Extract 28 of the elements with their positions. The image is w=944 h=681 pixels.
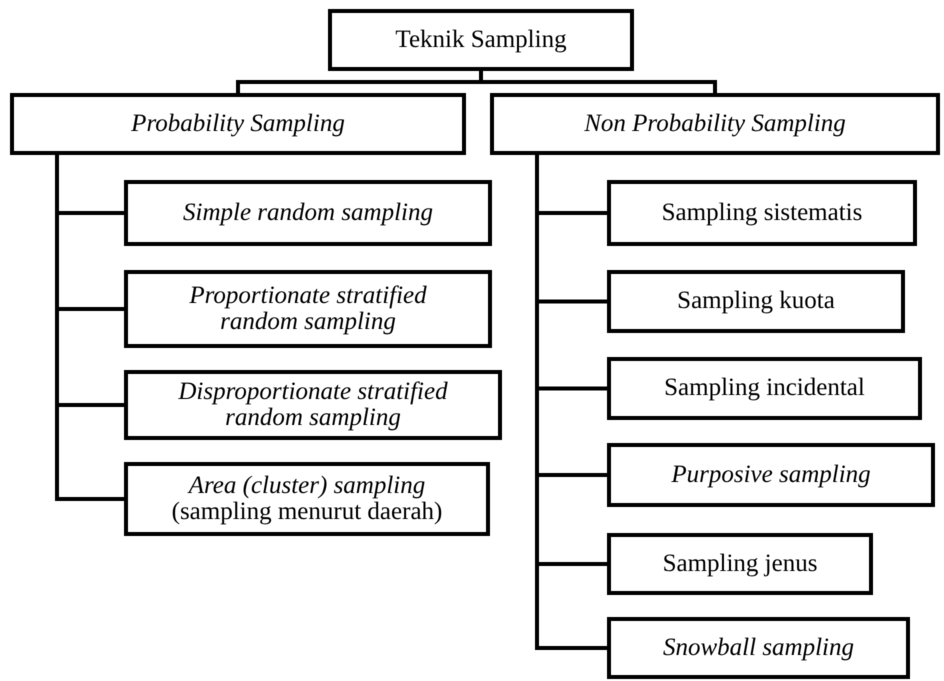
category-box <box>328 9 634 71</box>
category-box <box>607 357 922 420</box>
category-box <box>607 617 910 679</box>
box-label: Sampling incidental <box>664 375 865 402</box>
connector-line <box>479 71 717 93</box>
box-label: Area (cluster) sampling (sampling menurut daerah) <box>170 472 444 526</box>
box-label: Proportionate stratified random sampling <box>188 282 428 336</box>
box-label: Probability Sampling <box>131 110 345 138</box>
box-label: Purposive sampling <box>671 462 871 488</box>
box-label: Snowball sampling <box>663 634 854 662</box>
category-box <box>10 93 466 155</box>
category-box <box>607 443 935 507</box>
category-box <box>607 180 917 246</box>
box-label: Sampling sistematis <box>662 200 862 226</box>
box-label: Simple random sampling <box>183 200 433 226</box>
category-box <box>124 270 492 348</box>
category-box <box>607 533 873 595</box>
box-label: Sampling kuota <box>677 288 835 315</box>
category-box <box>124 462 490 536</box>
box-label: Sampling jenus <box>662 550 818 578</box>
category-box <box>124 180 492 246</box>
category-box <box>124 370 502 440</box>
box-label: Disproportionate stratified random sampling <box>177 378 449 432</box>
box-label: Non Probability Sampling <box>584 110 846 138</box>
box-label: Teknik Sampling <box>395 26 567 54</box>
category-box <box>607 270 905 333</box>
category-box <box>490 93 940 155</box>
connector-line <box>55 155 124 501</box>
